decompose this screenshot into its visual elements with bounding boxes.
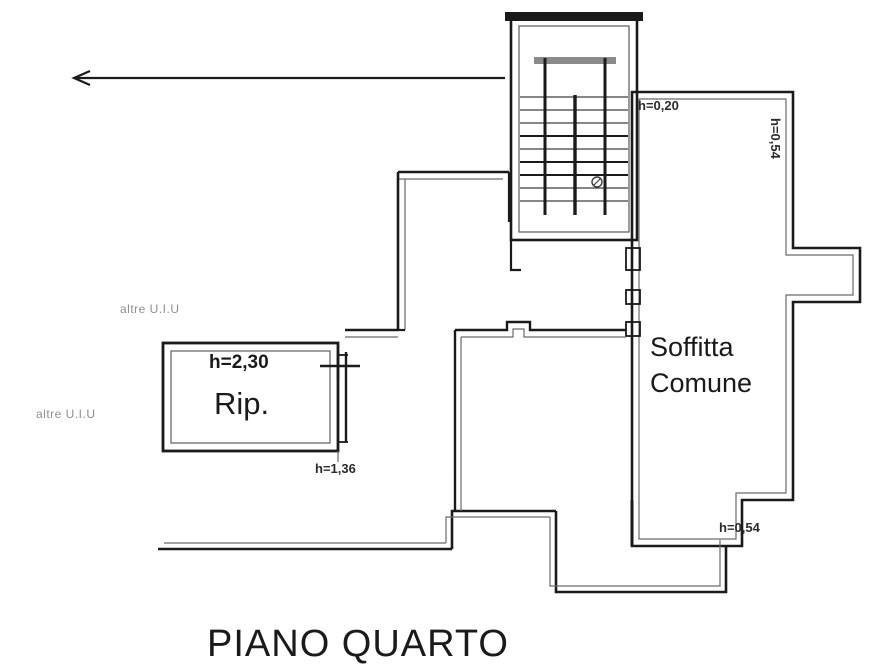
label-soffitta-line1: Soffitta bbox=[650, 332, 734, 362]
label-altre-uiu-upper: altre U.I.U bbox=[120, 302, 180, 316]
lower-perimeter-walls bbox=[158, 463, 728, 594]
dimension-arrow-top-left bbox=[71, 69, 505, 87]
label-height-bottom-right: h=0,54 bbox=[719, 520, 760, 535]
central-corridor-walls bbox=[345, 170, 626, 470]
page-title: PIANO QUARTO bbox=[207, 623, 509, 665]
label-room-rip: Rip. bbox=[214, 386, 270, 421]
label-height-right-vertical: h=0,54 bbox=[768, 118, 783, 159]
fixture-cross-mark bbox=[320, 352, 360, 380]
label-altre-uiu-lower: altre U.I.U bbox=[36, 407, 96, 421]
stairwell-block bbox=[505, 12, 643, 272]
label-height-rip: h=2,30 bbox=[209, 352, 269, 373]
label-soffitta-line2: Comune bbox=[650, 368, 753, 398]
soffitta-perimeter-walls bbox=[630, 90, 862, 548]
label-height-top-right: h=0,20 bbox=[638, 98, 679, 113]
label-height-below-rip: h=1,36 bbox=[315, 461, 356, 476]
